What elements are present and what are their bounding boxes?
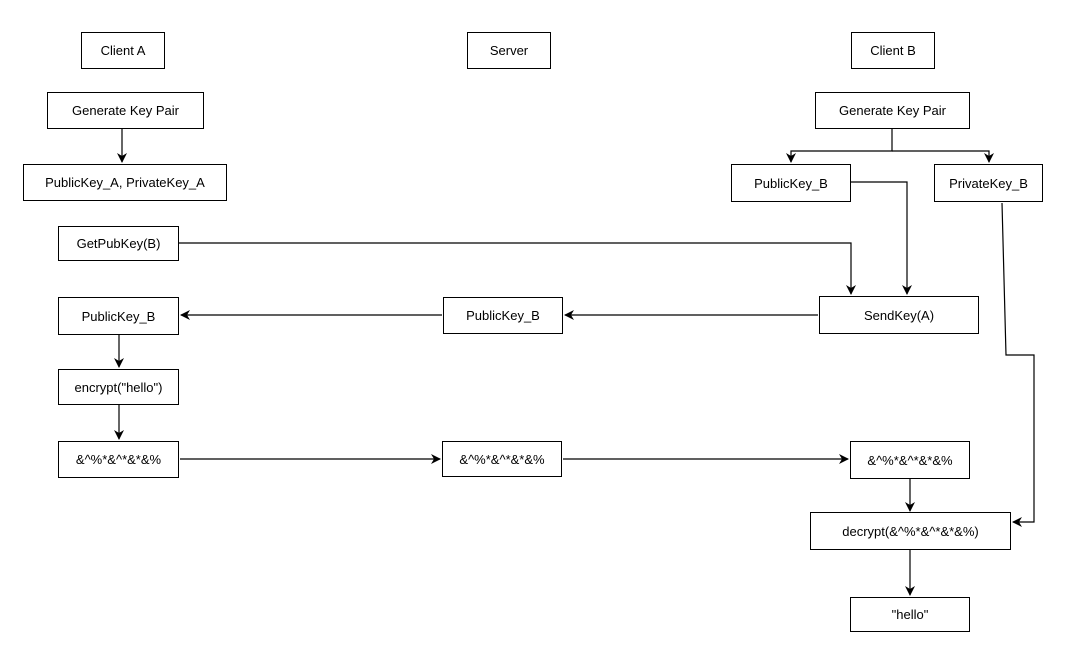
client-b-ciphertext: &^%*&^*&*&% — [850, 441, 970, 479]
client-a-generate-key-pair: Generate Key Pair — [47, 92, 204, 129]
server-ciphertext: &^%*&^*&*&% — [442, 441, 562, 477]
client-b-publickey-b: PublicKey_B — [731, 164, 851, 202]
client-b-plaintext: "hello" — [850, 597, 970, 632]
server-publickey-b: PublicKey_B — [443, 297, 563, 334]
column-header-client-a: Client A — [81, 32, 165, 69]
client-b-generate-key-pair: Generate Key Pair — [815, 92, 970, 129]
client-a-keypair: PublicKey_A, PrivateKey_A — [23, 164, 227, 201]
client-b-sendkey: SendKey(A) — [819, 296, 979, 334]
column-header-server: Server — [467, 32, 551, 69]
client-a-encrypt: encrypt("hello") — [58, 369, 179, 405]
edge-b-generate-to-publickey — [786, 129, 893, 163]
edge-privatekey-to-decrypt — [1001, 202, 1035, 527]
client-b-decrypt: decrypt(&^%*&^*&*&%) — [810, 512, 1011, 550]
edge-getpubkey-to-sendkey — [179, 242, 856, 295]
column-header-client-b: Client B — [851, 32, 935, 69]
client-b-privatekey-b: PrivateKey_B — [934, 164, 1043, 202]
edge-b-generate-to-privatekey — [892, 150, 994, 163]
client-a-publickey-b: PublicKey_B — [58, 297, 179, 335]
edge-b-publickey-to-sendkey — [851, 181, 912, 295]
client-a-getpubkey: GetPubKey(B) — [58, 226, 179, 261]
client-a-ciphertext: &^%*&^*&*&% — [58, 441, 179, 478]
